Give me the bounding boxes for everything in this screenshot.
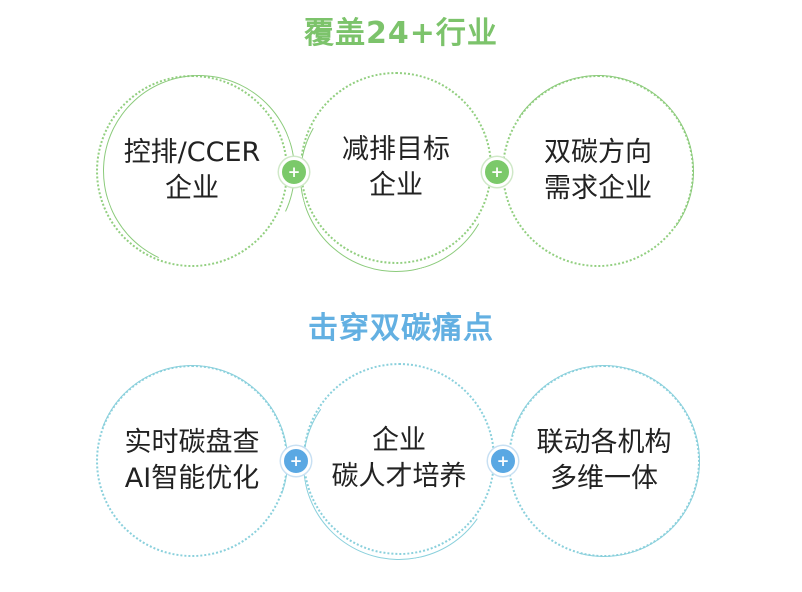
circle-label-line1: 减排目标 — [342, 134, 450, 165]
circle-label-line2: 企业 — [369, 170, 423, 201]
section-title-pain-points: 击穿双碳痛点 — [308, 311, 494, 346]
circle-label-line1: 双碳方向 — [544, 137, 652, 168]
circle-control-emission: 控排/CCER 企业 — [96, 75, 288, 267]
plus-icon: + — [279, 157, 309, 187]
circle-label-line1: 控排/CCER — [123, 137, 261, 168]
circle-reduction-target: 减排目标 企业 — [300, 72, 492, 264]
circle-realtime-inventory: 实时碳盘查 AI智能优化 — [96, 365, 288, 557]
circle-label-line2: 多维一体 — [550, 463, 658, 494]
circle-dual-carbon-demand: 双碳方向 需求企业 — [502, 75, 694, 267]
circle-multi-institution: 联动各机构 多维一体 — [508, 365, 700, 557]
circle-label-line2: 碳人才培养 — [331, 461, 467, 492]
circle-label-line1: 实时碳盘查 — [124, 427, 260, 458]
circle-label-line2: 需求企业 — [544, 173, 652, 204]
circle-label-line1: 企业 — [372, 425, 426, 456]
plus-icon: + — [488, 446, 518, 476]
section-title-coverage: 覆盖24+行业 — [304, 16, 498, 51]
plus-icon: + — [482, 157, 512, 187]
circle-label-line2: AI智能优化 — [124, 463, 260, 494]
circle-label-line1: 联动各机构 — [536, 427, 672, 458]
circle-carbon-talent: 企业 碳人才培养 — [303, 363, 495, 555]
plus-icon: + — [281, 446, 311, 476]
circle-label-line2: 企业 — [165, 173, 219, 204]
